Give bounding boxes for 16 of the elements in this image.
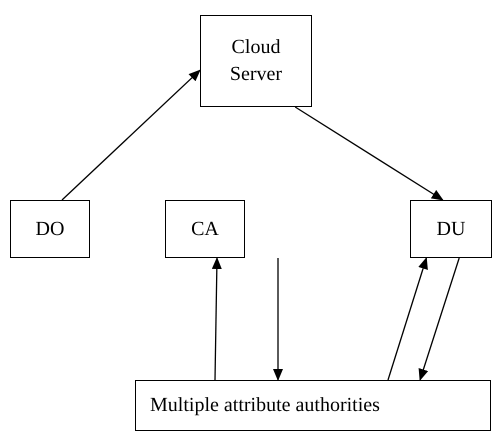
- box-label: Cloud Server: [228, 35, 284, 87]
- box-label: DU: [436, 216, 466, 242]
- arrow: [294, 106, 444, 201]
- process-box: [10, 200, 90, 258]
- arrow: [418, 258, 460, 381]
- box-label: CA: [191, 216, 219, 242]
- process-box: [135, 380, 491, 431]
- arrow: [387, 257, 428, 380]
- process-box: [165, 200, 245, 258]
- arrow: [212, 257, 222, 380]
- box-label: Multiple attribute authorities: [150, 393, 380, 418]
- arrow: [273, 258, 283, 381]
- box-label: DO: [36, 216, 64, 242]
- process-box: [200, 15, 312, 107]
- process-box: [410, 200, 492, 258]
- arrow: [62, 70, 201, 200]
